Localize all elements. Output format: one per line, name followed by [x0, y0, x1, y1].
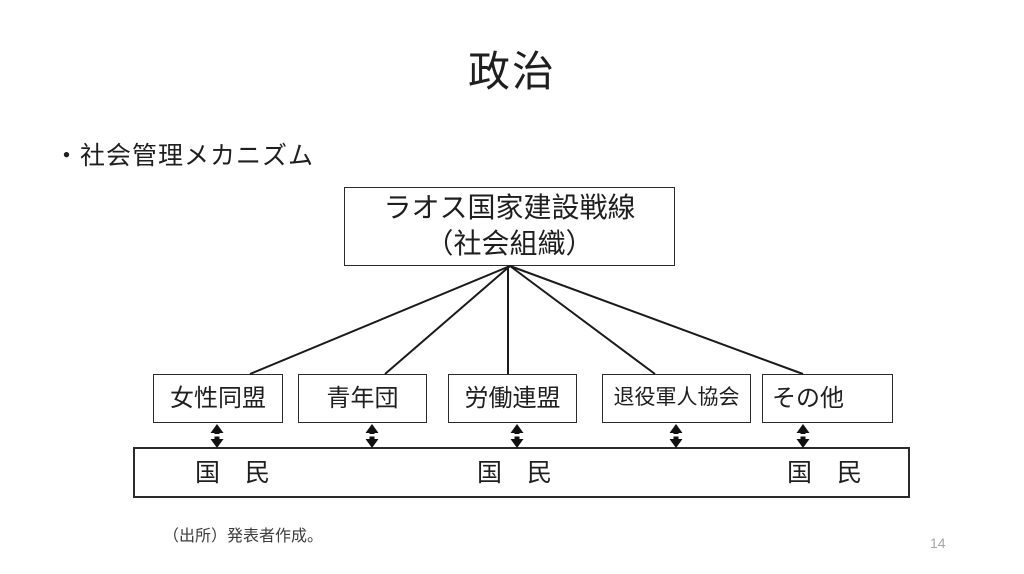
citizens-label: 国 民 [477, 459, 553, 487]
citizens-label: 国 民 [787, 459, 863, 487]
root-org-box: ラオス国家建設戦線 （社会組織） [344, 187, 675, 266]
org-label: 労働連盟 [464, 385, 561, 412]
slide-title: 政治 [467, 48, 556, 95]
page-number: 14 [930, 535, 946, 551]
org-label: その他 [772, 385, 844, 412]
citizens-label: 国 民 [195, 459, 271, 487]
org-box-others: その他 [762, 374, 893, 423]
connector-line-womens-union [249, 265, 511, 375]
org-box-youth-league: 青年団 [298, 374, 427, 423]
bullet-text: ・社会管理メカニズム [54, 142, 315, 170]
org-label: 女性同盟 [170, 385, 266, 412]
root-org-line2: （社会組織） [425, 228, 594, 259]
fan-connector-lines [249, 265, 804, 375]
root-org-line1: ラオス国家建設戦線 [383, 192, 636, 223]
connector-line-others [509, 265, 804, 375]
org-box-veterans-association: 退役軍人協会 [602, 374, 751, 423]
connector-line-youth-league [384, 265, 511, 375]
org-label: 退役軍人協会 [613, 386, 740, 409]
two-way-arrow-veterans-association [669, 424, 683, 448]
citizens-box: 国 民 国 民 国 民 [133, 447, 910, 498]
two-way-arrow-others [796, 424, 810, 448]
source-note: （出所）発表者作成。 [163, 528, 324, 545]
two-way-arrow-womens-union [210, 424, 224, 448]
two-way-arrow-youth-league [365, 424, 379, 448]
two-way-arrow-labor-federation [510, 424, 524, 448]
org-box-labor-federation: 労働連盟 [448, 374, 577, 423]
org-box-womens-union: 女性同盟 [153, 374, 283, 423]
connector-line-veterans-association [509, 265, 656, 375]
two-way-arrows [210, 424, 810, 448]
org-label: 青年団 [326, 385, 399, 412]
